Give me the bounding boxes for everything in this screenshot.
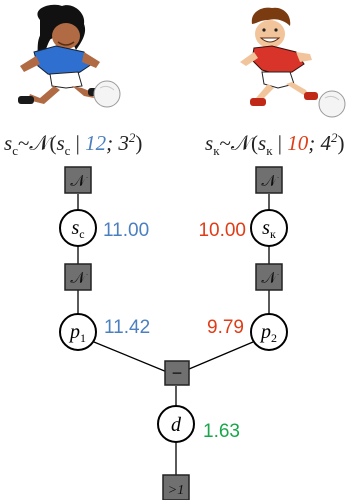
node-perf-left: p1 xyxy=(59,313,97,351)
svg-text:d: d xyxy=(171,414,182,436)
right-prior-label: sк~𝒩(sк | 10; 42) xyxy=(205,130,344,158)
factor-prior-left: 𝒩 xyxy=(64,166,92,194)
node-perf-right: p2 xyxy=(250,313,288,351)
svg-text:p2: p2 xyxy=(259,321,277,345)
graph-edges xyxy=(77,194,270,475)
svg-text:𝒩: 𝒩 xyxy=(70,270,88,287)
svg-text:sк: sк xyxy=(262,217,276,241)
factor-difference: − xyxy=(164,360,190,386)
node-diff: d xyxy=(157,405,195,443)
edge-perf-left-to-difference xyxy=(93,341,168,373)
svg-text:𝒩: 𝒩 xyxy=(261,173,279,190)
svg-text:𝒩: 𝒩 xyxy=(70,173,88,190)
svg-text:>1: >1 xyxy=(168,483,184,498)
skill-right-value: 10.00 xyxy=(198,220,246,241)
svg-text:p1: p1 xyxy=(68,321,86,345)
skill-left-value: 11.00 xyxy=(103,220,149,241)
factor-prior-right: 𝒩 xyxy=(255,166,283,194)
diff-value: 1.63 xyxy=(203,421,240,442)
red-kit-soccer-player-icon xyxy=(240,7,346,118)
factor-result: >1 xyxy=(162,474,190,500)
factor-perf-left: 𝒩 xyxy=(64,263,92,291)
perf-right-value: 9.79 xyxy=(207,317,244,338)
node-skill-right: sк xyxy=(250,209,288,247)
perf-left-value: 11.42 xyxy=(104,317,150,338)
svg-text:sс: sс xyxy=(71,217,84,241)
edge-perf-right-to-difference xyxy=(181,341,254,373)
left-prior-label: sс~𝒩(sс | 12; 32) xyxy=(4,130,142,158)
factor-perf-right: 𝒩 xyxy=(255,263,283,291)
svg-text:𝒩: 𝒩 xyxy=(261,270,279,287)
svg-text:−: − xyxy=(172,363,183,383)
blue-kit-soccer-player-icon xyxy=(18,4,121,108)
node-skill-left: sс xyxy=(59,209,97,247)
